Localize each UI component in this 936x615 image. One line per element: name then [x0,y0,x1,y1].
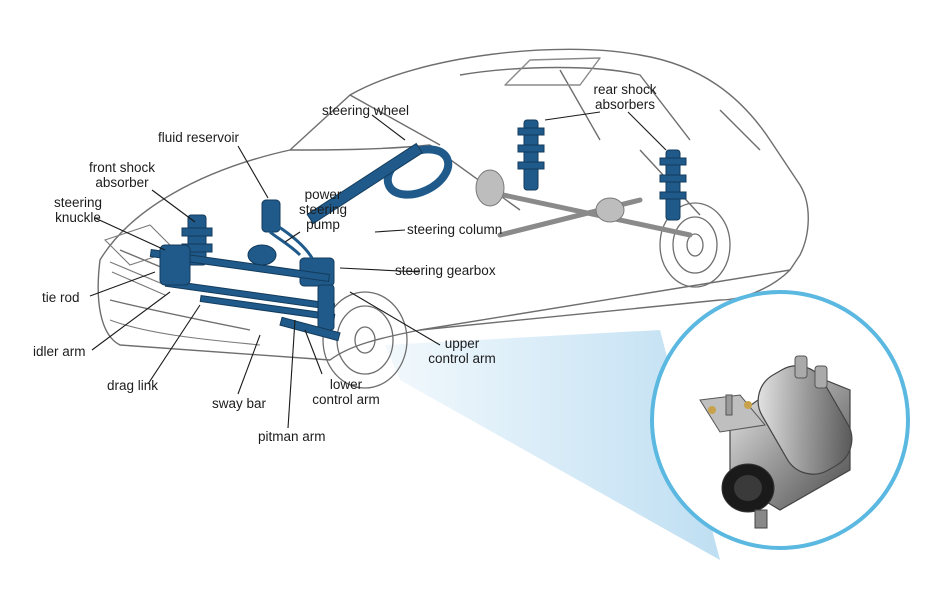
label-pitman-arm: pitman arm [258,429,326,444]
car-body-outline [97,48,809,361]
label-upper-control-arm: upper control arm [428,336,496,366]
label-power-steering-pump: power steering pump [298,187,348,232]
label-steering-gearbox: steering gearbox [395,263,496,278]
rear-axle [477,187,693,238]
label-steering-knuckle: steering knuckle [53,195,103,225]
label-front-shock-absorber: front shock absorber [88,160,156,190]
gearbox-closeup [699,355,853,529]
label-drag-link: drag link [107,378,159,393]
label-rear-shock-absorbers: rear shock absorbers [593,82,657,112]
label-fluid-reservoir: fluid reservoir [158,130,240,145]
label-tie-rod: tie rod [42,290,80,305]
label-idler-arm: idler arm [33,344,86,359]
magnifier-beam [385,330,720,560]
steering-components [149,119,687,342]
label-lower-control-arm: lower control arm [312,377,380,407]
rear-wheel [659,202,731,288]
leader-lines [89,111,667,429]
label-steering-column: steering column [407,222,503,237]
label-sway-bar: sway bar [212,396,267,411]
label-steering-wheel: steering wheel [322,103,410,118]
